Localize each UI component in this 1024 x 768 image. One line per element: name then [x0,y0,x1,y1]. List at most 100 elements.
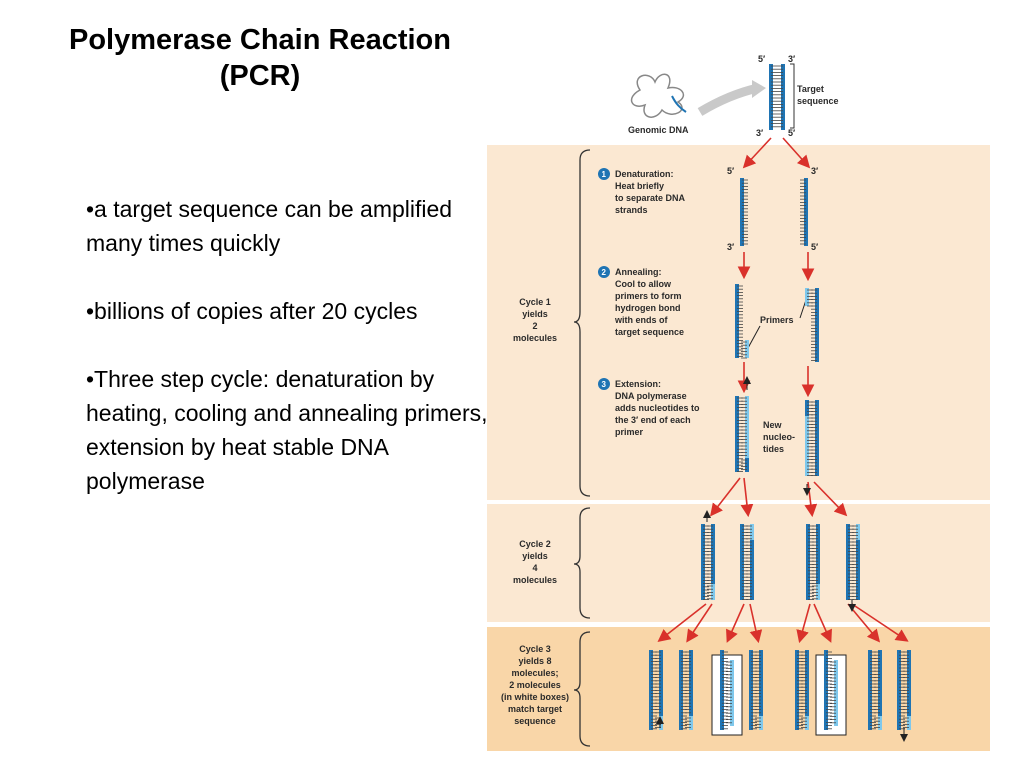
reaction-arrow [726,603,745,643]
end-label: 3′ [756,128,763,138]
svg-text:2: 2 [532,321,537,331]
cycle-2-molecule [740,524,754,600]
end-label: 5′ [788,128,795,138]
target-sequence-label: Target [797,84,824,94]
dna-strands [649,178,911,736]
step-2: 2 Annealing: Cool to allow primers to fo… [598,266,684,337]
target-match-molecule [711,650,743,736]
svg-text:the 3′ end of each: the 3′ end of each [615,415,691,425]
svg-text:to separate DNA: to separate DNA [615,193,686,203]
cycle-2-molecule [806,524,820,600]
svg-text:Cycle 3: Cycle 3 [519,644,551,654]
svg-text:3: 3 [602,380,607,389]
cycle-1-brace [573,149,591,497]
target-region-icon [671,95,687,113]
svg-text:1: 1 [602,170,607,179]
svg-text:molecules: molecules [513,333,557,343]
new-nucleotides-label: tides [763,444,784,454]
target-sequence-label: sequence [797,96,839,106]
denatured-strand [800,178,808,246]
bullet-item: •a target sequence can be amplified many… [86,196,453,256]
annealed-strand [805,288,819,362]
new-nucleotides-label: nucleo- [763,432,795,442]
title-line-1: Polymerase Chain Reaction [69,24,451,56]
extended-molecule [735,396,749,473]
reaction-arrow [782,137,811,169]
svg-text:yields: yields [522,309,548,319]
reaction-arrow [740,477,754,518]
svg-text:strands: strands [615,205,648,215]
target-match-molecule [815,650,847,736]
annealed-strand [735,284,749,359]
bullet-item: •billions of copies after 20 cycles [86,298,418,324]
cycle-1-label: Cycle 1 yields 2 molecules [513,297,557,343]
new-nucleotides-label: New [763,420,783,430]
cycle-2-molecule [701,524,715,600]
svg-text:Heat briefly: Heat briefly [615,181,664,191]
svg-text:Denaturation:: Denaturation: [615,169,674,179]
cycle-3-molecule [897,650,911,730]
cycle-3-molecule [679,650,693,730]
step-3: 3 Extension: DNA polymerase adds nucleot… [598,378,700,437]
reaction-arrow [749,603,763,644]
svg-text:4: 4 [532,563,537,573]
cycle-2-molecule [846,524,860,600]
bullet-list: •a target sequence can be amplified many… [86,192,506,532]
title-line-2: (PCR) [219,60,301,92]
bullet-item: •Three step cycle: denaturation by heati… [86,366,488,494]
cycle-2-label: Cycle 2 yields 4 molecules [513,539,557,585]
cycle-2-panel [487,504,990,622]
svg-text:2: 2 [602,268,607,277]
reaction-arrow [710,477,741,517]
extended-molecule [805,400,819,477]
svg-text:molecules;: molecules; [511,668,558,678]
svg-text:yields: yields [522,551,548,561]
cycle-3-molecule [749,650,763,730]
end-label: 5′ [758,54,765,64]
cycle-3-molecule [795,650,809,730]
reaction-arrow [804,481,818,518]
reaction-arrow [742,137,772,169]
svg-text:primer: primer [615,427,644,437]
reaction-arrow [813,603,832,643]
step-number-badge [598,168,610,180]
svg-text:yields 8: yields 8 [518,656,551,666]
svg-text:hydrogen bond: hydrogen bond [615,303,681,313]
svg-text:2 molecules: 2 molecules [509,680,561,690]
svg-text:(in white boxes): (in white boxes) [501,692,569,702]
reaction-arrow [686,603,713,643]
genomic-dna-icon [630,73,685,118]
cycle-2-brace [573,507,591,619]
step-number-badge [598,378,610,390]
target-dna-molecule [769,64,785,130]
svg-text:Extension:: Extension: [615,379,661,389]
svg-text:with ends of: with ends of [614,315,669,325]
end-label: 5′ [811,242,818,252]
svg-text:match target: match target [508,704,562,714]
step-number-badge [598,266,610,278]
svg-text:primers to form: primers to form [615,291,682,301]
primers-label: Primers [760,315,794,325]
svg-text:molecules: molecules [513,575,557,585]
reaction-arrow [813,481,848,517]
denatured-strand [740,178,748,246]
reaction-arrows [656,137,909,742]
svg-text:target sequence: target sequence [615,327,684,337]
svg-text:DNA polymerase: DNA polymerase [615,391,687,401]
primer-pointer [747,325,761,349]
end-label: 5′ [727,166,734,176]
cycle-3-brace [573,631,591,747]
end-label: 3′ [788,54,795,64]
svg-text:sequence: sequence [514,716,556,726]
step-1: 1 Denaturation: Heat briefly to separate… [598,168,686,215]
svg-text:Cool to allow: Cool to allow [615,279,672,289]
target-bracket [790,63,795,129]
svg-text:Cycle 1: Cycle 1 [519,297,551,307]
svg-text:adds nucleotides to: adds nucleotides to [615,403,700,413]
reaction-arrow [851,603,909,642]
end-label: 3′ [727,242,734,252]
svg-text:Annealing:: Annealing: [615,267,662,277]
slide-title: Polymerase Chain Reaction (PCR) [0,22,520,94]
cycle-3-molecule [868,650,882,730]
